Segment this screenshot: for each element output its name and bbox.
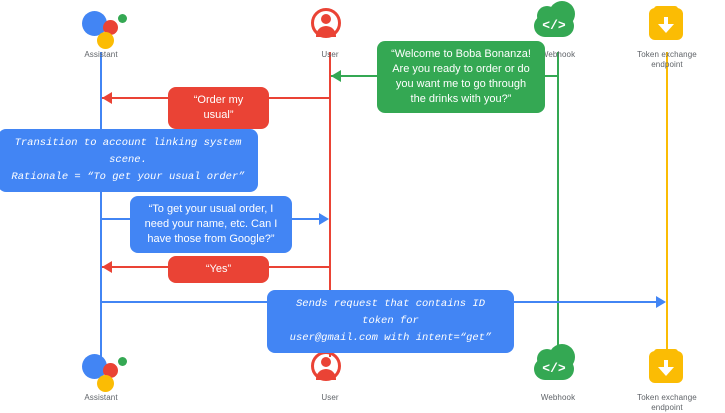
- download-arrow-head: [658, 367, 674, 376]
- actor-label-token: Token exchange endpoint: [637, 393, 697, 412]
- assistant-dot-red: [103, 20, 118, 35]
- user-body: [316, 369, 336, 380]
- lifeline-token: [666, 52, 668, 357]
- arrow-welcome-head: [331, 70, 341, 82]
- note-sends-request: Sends request that contains ID token for…: [267, 290, 514, 353]
- arrow-yes-head: [102, 261, 112, 273]
- user-body: [316, 26, 336, 37]
- actor-assistant-bottom[interactable]: Assistant: [41, 348, 161, 403]
- cloud-shape: [534, 1, 575, 37]
- actor-label-webhook: Webhook: [540, 393, 576, 402]
- actor-label-token: Token exchange endpoint: [637, 50, 697, 69]
- actor-token-top[interactable]: Token exchange endpoint: [607, 5, 725, 70]
- message-ask-for-name: “To get your usual order, I need your na…: [130, 196, 292, 253]
- actor-label-webhook: Webhook: [540, 50, 576, 59]
- arrow-ask-name-head: [319, 213, 329, 225]
- google-assistant-icon: [41, 5, 161, 49]
- note-transition-to-account-linking: Transition to account linking system sce…: [0, 129, 258, 192]
- arrow-order-usual-head: [102, 92, 112, 104]
- message-yes: “Yes”: [168, 256, 269, 283]
- code-brackets-glyph: </>: [542, 361, 566, 376]
- token-endpoint-icon: [607, 5, 725, 47]
- lifeline-webhook: [557, 52, 559, 357]
- assistant-dot-red: [103, 363, 118, 378]
- assistant-dot-yellow: [97, 375, 114, 392]
- cloud-code-icon: </>: [498, 1, 618, 47]
- token-endpoint-icon: [607, 348, 725, 390]
- download-arrow-stem: [664, 360, 668, 369]
- code-brackets-glyph: </>: [542, 18, 566, 33]
- message-welcome: “Welcome to Boba Bonanza! Are you ready …: [377, 41, 545, 113]
- user-head: [321, 14, 331, 24]
- arrow-sends-request-head: [656, 296, 666, 308]
- user-avatar-icon: [270, 5, 390, 47]
- assistant-dot-green: [118, 357, 127, 366]
- actor-label-assistant: Assistant: [84, 393, 118, 402]
- download-arrow-head: [658, 24, 674, 33]
- download-arrow-stem: [664, 17, 668, 26]
- actor-label-assistant: Assistant: [84, 50, 118, 59]
- cloud-shape: [534, 344, 575, 380]
- actor-token-bottom[interactable]: Token exchange endpoint: [607, 348, 725, 413]
- actor-label-user: User: [321, 50, 339, 59]
- lifeline-user: [329, 52, 331, 357]
- assistant-dot-yellow: [97, 32, 114, 49]
- actor-webhook-top[interactable]: </> Webhook: [498, 1, 618, 60]
- message-order-my-usual: “Order my usual”: [168, 87, 269, 129]
- actor-webhook-bottom[interactable]: </> Webhook: [498, 344, 618, 403]
- user-avatar-icon: [270, 348, 390, 390]
- google-assistant-icon: [41, 348, 161, 392]
- actor-label-user: User: [321, 393, 339, 402]
- assistant-dot-green: [118, 14, 127, 23]
- actor-user-bottom[interactable]: User: [270, 348, 390, 403]
- actor-assistant-top[interactable]: Assistant: [41, 5, 161, 60]
- assistant-dot-blue: [82, 11, 107, 36]
- assistant-dot-blue: [82, 354, 107, 379]
- cloud-code-icon: </>: [498, 344, 618, 390]
- actor-user-top[interactable]: User: [270, 5, 390, 60]
- lifeline-assistant: [100, 52, 102, 357]
- user-head: [321, 357, 331, 367]
